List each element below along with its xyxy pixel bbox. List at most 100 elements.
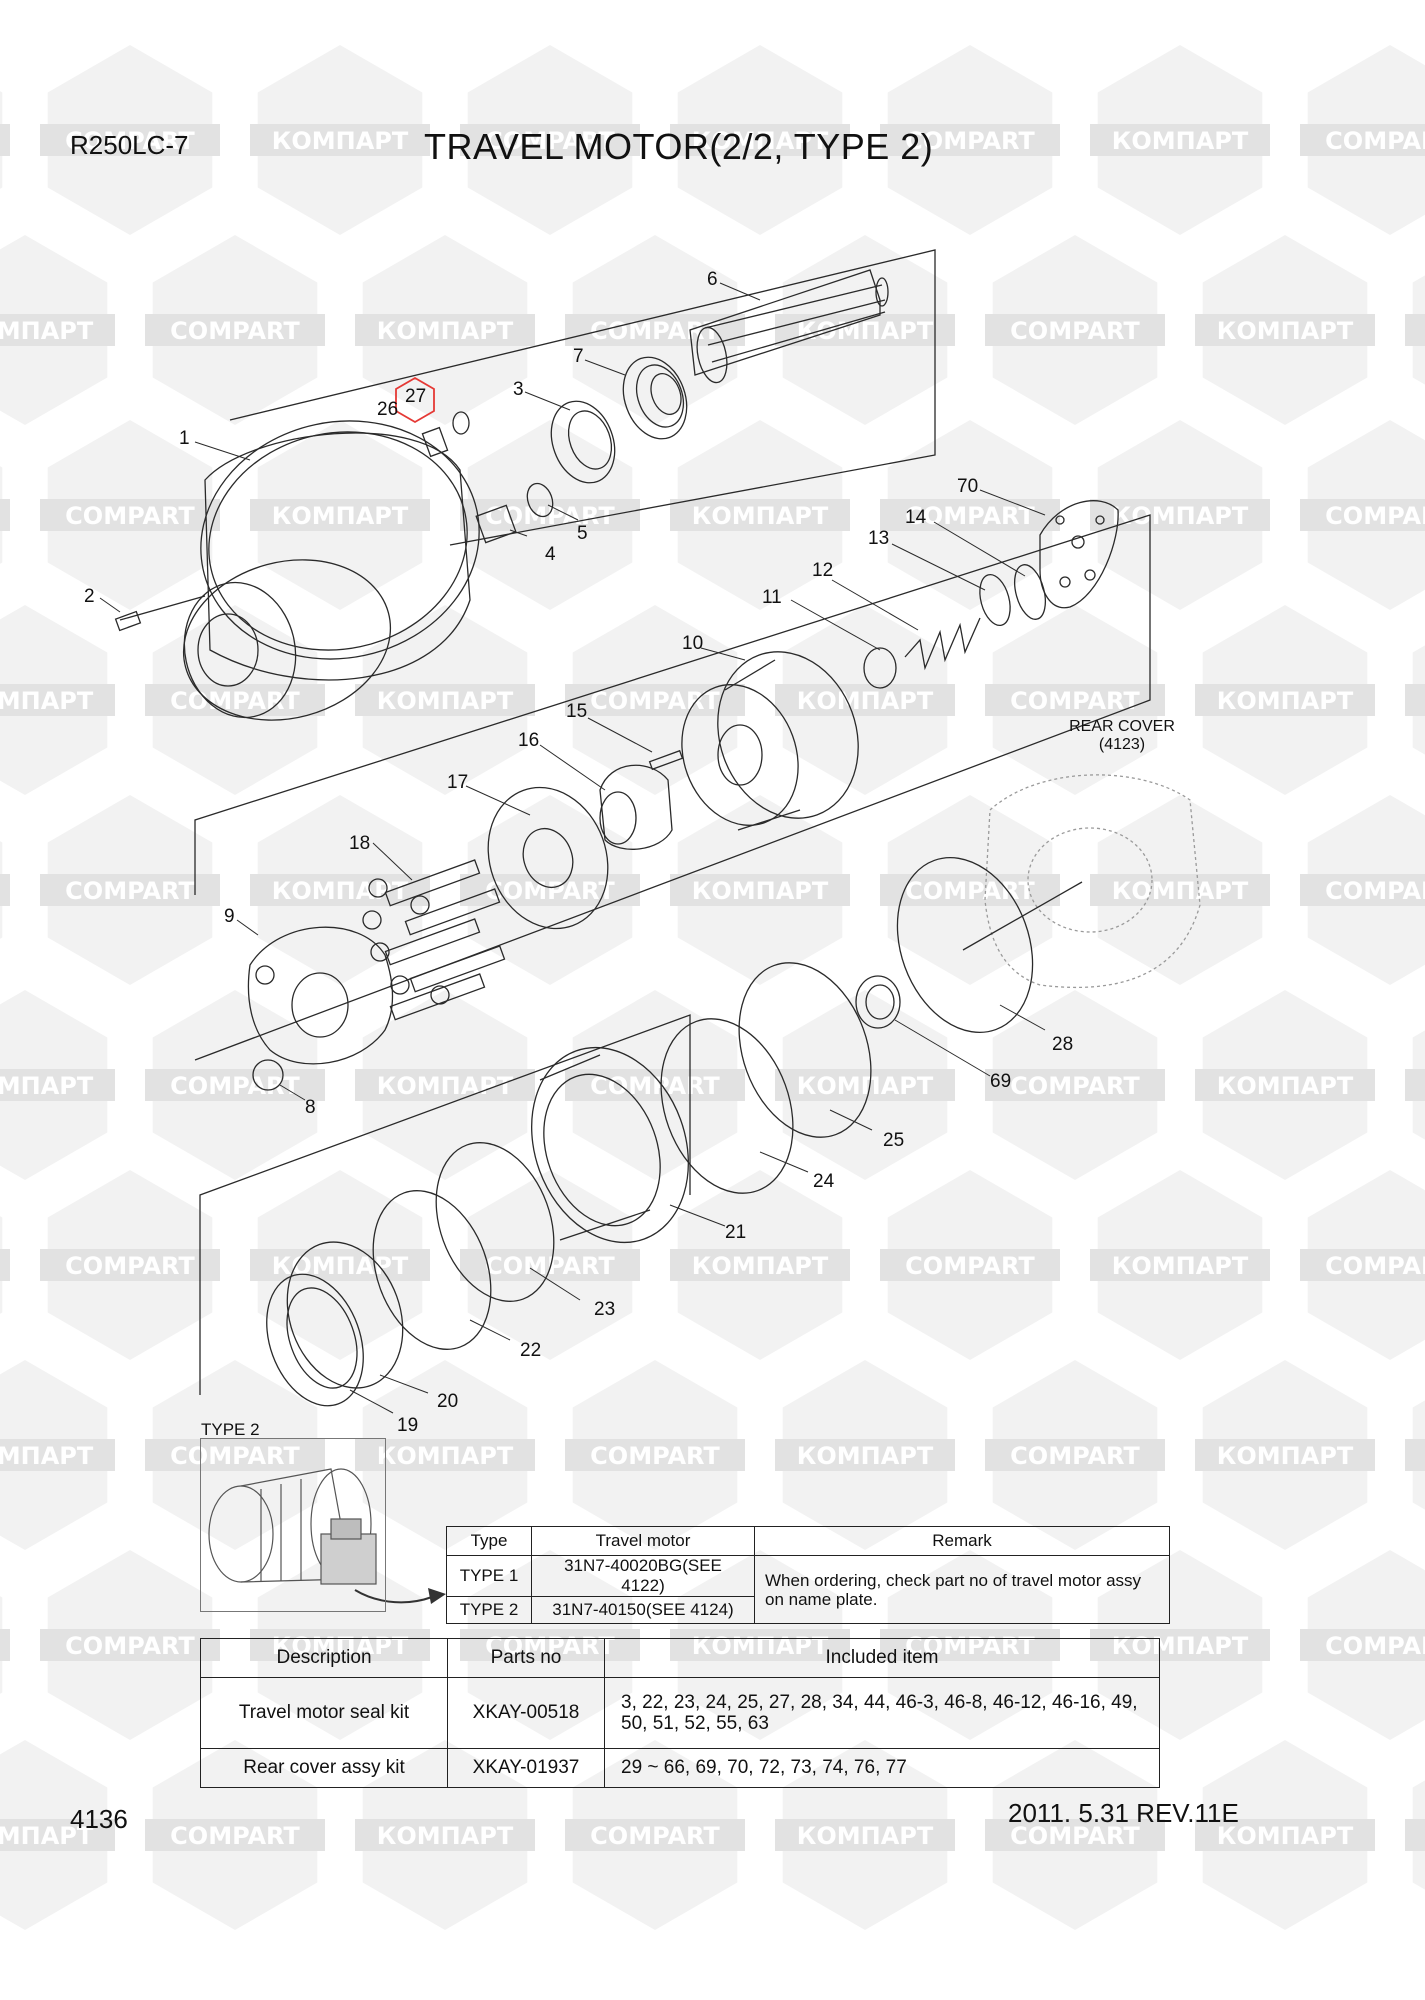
- part-23-oring: [435, 1142, 555, 1302]
- part-69-bearing: [855, 975, 901, 1029]
- callout-10: 10: [682, 633, 704, 654]
- watermark-tile: COMPART: [880, 420, 1060, 610]
- kit-parts-no-cell: XKAY-00518: [447, 1677, 605, 1749]
- type2-motor-illustration: [208, 1468, 377, 1585]
- watermark-tile: КОМПАРТ: [1090, 1170, 1270, 1360]
- group-outline-middle: [194, 514, 1151, 1061]
- watermark-tile: COMPART: [40, 1550, 220, 1740]
- part-9-swash-plate: [247, 926, 394, 1065]
- callout-70: 70: [957, 476, 979, 497]
- rear-cover-ref: (4123): [1098, 736, 1146, 753]
- svg-text:COMPART: COMPART: [1325, 877, 1425, 905]
- watermark-tile: COMPART: [460, 420, 640, 610]
- watermark-tile: COMPART: [1300, 795, 1425, 985]
- part-18-pistons: [362, 859, 506, 1021]
- remark-cell: When ordering, check part no of travel m…: [754, 1555, 1170, 1624]
- watermark-tile: КОМПАРТ: [0, 1360, 115, 1550]
- svg-text:КОМПАРТ: КОМПАРТ: [377, 687, 514, 715]
- page-number: 4136: [70, 1804, 128, 1834]
- watermark-tile: КОМПАРТ: [355, 1740, 535, 1930]
- part-21-brake-piston: [531, 1046, 689, 1244]
- page-title: TRAVEL MOTOR(2/2, TYPE 2): [424, 126, 934, 167]
- watermark-tile: КОМПАРТ: [1195, 1360, 1375, 1550]
- part-16-ball-guide: [599, 764, 673, 850]
- callout-25: 25: [883, 1130, 905, 1151]
- watermark-tile: КОМПАРТ: [670, 795, 850, 985]
- watermark-tile: КОМПАРТ: [1195, 605, 1375, 795]
- watermark-tile: COMPART: [1405, 1400, 1425, 1510]
- callout-8: 8: [305, 1097, 316, 1118]
- callout-9: 9: [224, 906, 235, 927]
- type-cell: TYPE 1: [446, 1555, 532, 1597]
- callout-1: 1: [179, 428, 190, 449]
- svg-text:КОМПАРТ: КОМПАРТ: [1217, 1072, 1354, 1100]
- callout-27: 27: [405, 386, 427, 407]
- callout-19: 19: [397, 1415, 419, 1436]
- callout-23: 23: [594, 1299, 616, 1320]
- part-70-plate: [1039, 500, 1119, 609]
- svg-text:КОМПАРТ: КОМПАРТ: [1217, 687, 1354, 715]
- kit-included-cell: 29 ~ 66, 69, 70, 72, 73, 74, 76, 77: [604, 1748, 1160, 1788]
- watermark-tile: КОМПАРТ: [355, 605, 535, 795]
- watermark-tile: КОМПАРТ: [0, 605, 115, 795]
- svg-text:КОМПАРТ: КОМПАРТ: [377, 1442, 514, 1470]
- callout-4: 4: [545, 544, 556, 565]
- part-19-plate: [266, 1273, 364, 1407]
- svg-text:КОМПАРТ: КОМПАРТ: [272, 127, 409, 155]
- svg-text:COMPART: COMPART: [1325, 127, 1425, 155]
- type-cell: TYPE 2: [446, 1596, 532, 1624]
- callout-16: 16: [518, 730, 540, 751]
- watermark-tile: КОМПАРТ: [250, 45, 430, 235]
- watermark-tile: COMPART: [1300, 1550, 1425, 1740]
- watermark-tile: COMPART: [145, 1740, 325, 1930]
- type-table-header: Type Travel motor Remark: [446, 1526, 1170, 1556]
- table-row: TYPE 1 31N7-40020BG(SEE 4122) When order…: [446, 1555, 1170, 1624]
- watermark-tile: КОМПАРТ: [1195, 1740, 1375, 1930]
- svg-text:COMPART: COMPART: [590, 1822, 720, 1850]
- type2-arrow: [354, 1589, 433, 1604]
- watermark-tile: КОМПАРТ: [0, 841, 10, 939]
- svg-text:COMPART: COMPART: [590, 317, 720, 345]
- watermark-tile: КОМПАРТ: [0, 990, 115, 1180]
- svg-text:COMPART: COMPART: [65, 877, 195, 905]
- watermark-tile: КОМПАРТ: [1195, 235, 1375, 425]
- watermark-tile: COMPART: [145, 235, 325, 425]
- svg-text:КОМПАРТ: КОМПАРТ: [692, 502, 829, 530]
- svg-text:COMPART: COMPART: [590, 1442, 720, 1470]
- callout-20: 20: [437, 1391, 459, 1412]
- kit-header-description: Description: [200, 1638, 448, 1678]
- watermark-tile: COMPART: [565, 1740, 745, 1930]
- watermark-tile: КОМПАРТ: [775, 235, 955, 425]
- svg-text:COMPART: COMPART: [65, 502, 195, 530]
- watermark-tile: COMPART: [40, 45, 220, 235]
- svg-text:COMPART: COMPART: [905, 502, 1035, 530]
- type2-arrow-head: [428, 1588, 446, 1604]
- model-code: R250LC-7: [70, 130, 189, 160]
- svg-text:COMPART: COMPART: [1325, 1632, 1425, 1660]
- watermark-tile: COMPART: [565, 605, 745, 795]
- part-28-oring: [896, 856, 1034, 1034]
- part-7-bearing: [622, 356, 688, 440]
- watermark-tile: COMPART: [145, 990, 325, 1180]
- type2-motor-thumbnail: [200, 1438, 386, 1612]
- motor-cell: 31N7-40020BG(SEE 4122): [531, 1555, 755, 1597]
- svg-text:КОМПАРТ: КОМПАРТ: [377, 1072, 514, 1100]
- table-row: Travel motor seal kit XKAY-00518 3, 22, …: [200, 1677, 1160, 1749]
- watermark-tile: КОМПАРТ: [0, 466, 10, 564]
- watermark-tile: COMPART: [145, 1360, 325, 1550]
- kit-header-included: Included item: [604, 1638, 1160, 1678]
- part-3-seal: [550, 400, 616, 484]
- part-25-oring: [738, 962, 872, 1138]
- watermark-tile: COMPART: [985, 1360, 1165, 1550]
- svg-text:КОМПАРТ: КОМПАРТ: [1112, 877, 1249, 905]
- part-2-plug: [114, 610, 142, 632]
- svg-text:КОМПАРТ: КОМПАРТ: [1112, 502, 1249, 530]
- callout-18: 18: [349, 833, 371, 854]
- svg-text:КОМПАРТ: КОМПАРТ: [692, 127, 829, 155]
- watermark-tile: КОМПАРТ: [355, 990, 535, 1180]
- callout-24: 24: [813, 1171, 835, 1192]
- table-row: Rear cover assy kit XKAY-01937 29 ~ 66, …: [200, 1748, 1160, 1788]
- part-10-cylinder-block: [681, 651, 859, 831]
- watermark-tile: КОМПАРТ: [0, 1216, 10, 1314]
